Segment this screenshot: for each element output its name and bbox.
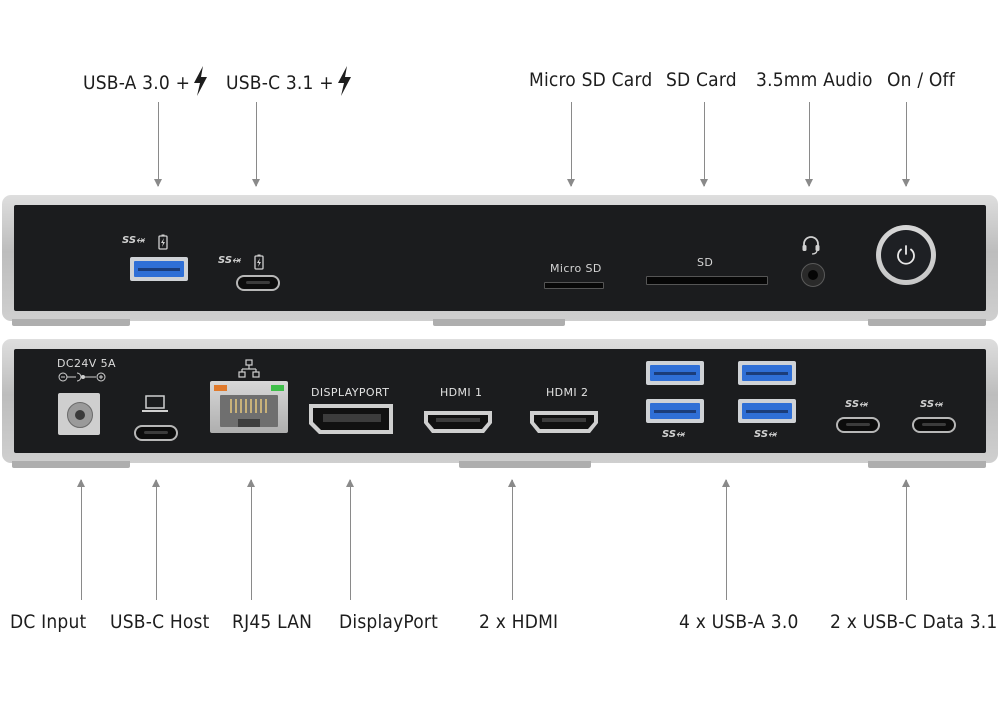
rear-foot-left — [12, 461, 130, 468]
dc-pin — [75, 410, 85, 420]
ss-text: SS — [754, 429, 769, 440]
callout-hdmi: 2 x HDMI — [479, 611, 559, 633]
arrow-usb-c-data — [902, 479, 910, 600]
lan-latch — [238, 419, 260, 427]
callout-usb-a-charging: USB-A 3.0 + — [83, 66, 208, 96]
arrow-rj45 — [247, 479, 255, 600]
usb-c-host-port — [134, 425, 178, 441]
battery-charge-icon — [158, 234, 168, 250]
callout-sd: SD Card — [666, 69, 737, 91]
displayport-label: DISPLAYPORT — [311, 386, 390, 399]
callout-displayport: DisplayPort — [339, 611, 439, 633]
callout-usb-a: 4 x USB-A 3.0 — [679, 611, 799, 633]
arrow-displayport — [346, 479, 354, 600]
network-icon — [238, 359, 260, 378]
arrow-audio — [805, 102, 813, 187]
rear-foot-middle — [459, 461, 591, 468]
rear-panel-face: DC24V 5A DISPLAYPORT — [14, 349, 986, 453]
arrow-usb-c-host — [152, 479, 160, 600]
lan-led-orange — [214, 385, 227, 391]
lightning-bolt-icon — [194, 66, 208, 96]
ss-text: SS — [920, 399, 935, 410]
lightning-bolt-icon — [337, 66, 351, 96]
displayport-port — [309, 404, 393, 434]
superspeed-usb-icon: SS⬾ — [218, 255, 241, 266]
callout-usb-c-host: USB-C Host — [110, 611, 210, 633]
rear-foot-right — [868, 461, 986, 468]
micro-sd-slot — [544, 282, 604, 289]
power-button — [876, 225, 936, 285]
rear-panel: DC24V 5A DISPLAYPORT — [2, 339, 998, 463]
headset-icon — [802, 236, 820, 255]
power-icon — [897, 245, 915, 265]
arrow-power — [902, 102, 910, 187]
usb-c-data-port-2 — [912, 417, 956, 433]
micro-sd-label: Micro SD — [550, 262, 602, 275]
arrow-hdmi — [508, 479, 516, 600]
ss-text: SS — [122, 235, 137, 246]
lan-led-green — [271, 385, 284, 391]
rj45-lan-port — [210, 381, 288, 433]
dc-rating-label: DC24V 5A — [57, 357, 116, 370]
callout-usb-c-charging: USB-C 3.1 + — [226, 66, 352, 96]
callout-audio: 3.5mm Audio — [756, 69, 873, 91]
rear-usb-a-port-1 — [646, 361, 704, 385]
front-panel: SS⬾ SS⬾ Micro SD SD — [2, 195, 998, 321]
callout-power: On / Off — [887, 69, 955, 91]
callout-usb-c-data: 2 x USB-C Data 3.1 — [830, 611, 998, 633]
sd-slot — [646, 276, 768, 285]
arrow-usb-a — [722, 479, 730, 600]
arrow-micro-sd — [567, 102, 575, 187]
arrow-dc-input — [77, 479, 85, 600]
superspeed-usb-icon: SS⬾ — [920, 399, 943, 410]
audio-jack — [801, 263, 825, 287]
hdmi-1-port — [424, 411, 492, 433]
dc-polarity-icon — [58, 372, 106, 382]
superspeed-usb-icon: SS⬾ — [845, 399, 868, 410]
callout-rj45-lan: RJ45 LAN — [232, 611, 313, 633]
superspeed-usb-icon: SS⬾ — [122, 235, 145, 246]
front-foot-left — [12, 319, 130, 326]
front-foot-right — [868, 319, 986, 326]
battery-charge-icon — [254, 254, 264, 270]
ss-text: SS — [845, 399, 860, 410]
hdmi-2-label: HDMI 2 — [546, 386, 589, 399]
hdmi-2-port — [530, 411, 598, 433]
dc-input-port — [58, 393, 100, 435]
ss-text: SS — [662, 429, 677, 440]
front-panel-face: SS⬾ SS⬾ Micro SD SD — [14, 205, 986, 311]
superspeed-usb-icon: SS⬾ — [754, 429, 777, 440]
callout-usb-a-text: USB-A 3.0 + — [83, 72, 191, 94]
lan-socket — [220, 395, 278, 427]
lan-contacts — [230, 399, 268, 413]
rear-usb-a-port-3 — [646, 399, 704, 423]
arrow-usb-a — [154, 102, 162, 187]
front-usb-a-port — [130, 257, 188, 281]
front-usb-c-port — [236, 275, 280, 291]
rear-usb-a-port-4 — [738, 399, 796, 423]
ss-text: SS — [218, 255, 233, 266]
callout-usb-c-text: USB-C 3.1 + — [226, 72, 334, 94]
sd-label: SD — [697, 256, 714, 269]
front-foot-middle — [433, 319, 565, 326]
arrow-usb-c — [252, 102, 260, 187]
superspeed-usb-icon: SS⬾ — [662, 429, 685, 440]
rear-usb-a-port-2 — [738, 361, 796, 385]
callout-micro-sd: Micro SD Card — [529, 69, 653, 91]
laptop-icon — [142, 395, 168, 412]
hdmi-1-label: HDMI 1 — [440, 386, 483, 399]
dc-barrel — [67, 402, 93, 428]
power-button-face — [881, 230, 931, 280]
audio-jack-hole — [808, 270, 818, 280]
arrow-sd — [700, 102, 708, 187]
usb-c-data-port-1 — [836, 417, 880, 433]
callout-dc-input: DC Input — [10, 611, 87, 633]
